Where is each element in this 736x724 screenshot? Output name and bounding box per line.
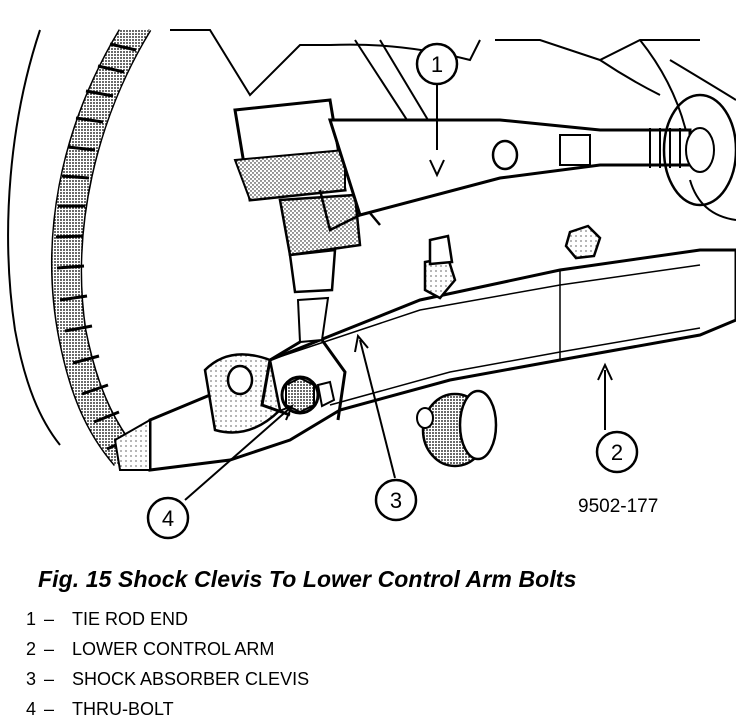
callout-3: 3 <box>374 478 418 522</box>
legend-item-number: 4 <box>26 698 37 719</box>
callout-4-label: 4 <box>162 506 174 531</box>
legend-item-label: THRU-BOLT <box>72 698 174 719</box>
figure-caption: Fig. 15 Shock Clevis To Lower Control Ar… <box>38 566 577 592</box>
legend-item: 4 – THRU-BOLT <box>26 694 309 724</box>
tie-rod-end-drawing <box>318 93 736 232</box>
tire-tread <box>7 29 152 466</box>
legend-list: 1 – TIE ROD END 2 – LOWER CONTROL ARM 3 … <box>26 604 309 724</box>
legend-item: 1 – TIE ROD END <box>26 604 309 634</box>
figure-number: 9502-177 <box>578 496 658 517</box>
mounting-nuts-drawing <box>423 224 602 300</box>
thru-bolt-drawing <box>226 364 336 415</box>
legend-item-label: SHOCK ABSORBER CLEVIS <box>72 668 310 689</box>
legend-item-separator: – <box>44 698 55 719</box>
callout-2: 2 <box>595 430 639 474</box>
shock-absorber-drawing <box>233 98 381 421</box>
legend-item-number: 3 <box>26 668 37 689</box>
legend-item-number: 1 <box>26 608 37 629</box>
bushing-drawing <box>416 389 498 468</box>
legend-item-separator: – <box>44 608 55 629</box>
legend-item: 2 – LOWER CONTROL ARM <box>26 634 309 664</box>
suspension-illustration: 1 2 3 4 9502-177 <box>7 29 736 540</box>
legend-item: 3 – SHOCK ABSORBER CLEVIS <box>26 664 309 694</box>
legend-item-number: 2 <box>26 638 37 659</box>
callout-2-label: 2 <box>611 440 623 465</box>
legend-item-label: LOWER CONTROL ARM <box>72 638 275 659</box>
legend-item-separator: – <box>44 668 55 689</box>
background-structure <box>170 29 736 221</box>
callout-1-label: 1 <box>431 52 443 77</box>
leader-lines <box>184 84 613 501</box>
legend-item-label: TIE ROD END <box>72 608 189 629</box>
callout-1: 1 <box>415 42 459 86</box>
legend-item-separator: – <box>44 638 55 659</box>
callout-3-label: 3 <box>390 488 402 513</box>
callout-4: 4 <box>146 496 190 540</box>
